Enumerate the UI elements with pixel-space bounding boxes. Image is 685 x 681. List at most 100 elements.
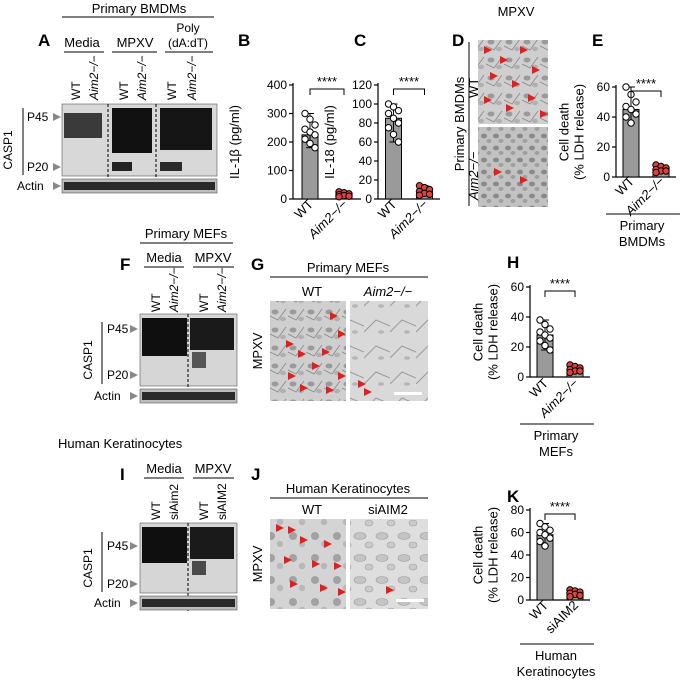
group-label-i: Human Keratinocytes [58,436,183,451]
y-tick-label: 120 [352,78,372,92]
data-point [566,368,574,377]
arrowhead-icon [130,542,138,550]
y-tick-label: 0 [517,593,524,607]
panel-d: D MPXV Primary BMDMs WT Aim2−/− [452,4,548,207]
panel-label-b: B [238,31,250,50]
data-point [546,325,554,333]
loading-label-f: Actin [94,389,121,403]
col-label-g-wt: WT [302,284,322,299]
data-point [311,121,319,129]
y-tick-label: 200 [267,135,287,149]
lane-label: siAim2 [167,484,181,520]
data-point [394,119,403,127]
y-axis-label: (% LDH release) [486,284,501,380]
data-point [536,337,544,345]
band-label-p45-i: P45 [107,539,129,553]
y-tick-label: 0 [365,192,372,206]
data-point [389,114,398,122]
y-tick-label: 40 [511,310,525,324]
col-label-j-wt: WT [302,502,322,517]
data-point [632,98,640,106]
y-axis-label: IL-18 (pg/ml) [322,105,337,179]
row-label-g: MPXV [250,332,265,369]
data-point [622,83,630,91]
panel-label-k: K [507,487,520,506]
condition-3-part1: Poly [176,21,199,35]
significance-bracket [309,88,345,95]
data-point [384,124,393,132]
y-tick-label: 20 [511,571,525,585]
actin-band [142,599,235,607]
y-axis-label: Cell death [471,303,486,362]
group-label-g: Primary MEFs [307,260,390,275]
y-tick-label: 20 [359,173,373,187]
group-label-a: Primary BMDMs [92,1,187,16]
actin-band [64,182,215,190]
arrowhead-icon [53,163,61,171]
blot-casp1-a [61,103,218,192]
panel-label-e: E [592,31,603,50]
data-point [425,190,434,198]
y-axis-label: Cell death [471,526,486,585]
panel-g: G Primary MEFs WT Aim2−/− MPXV [250,255,428,401]
data-point [335,193,343,201]
data-point [546,526,554,534]
micrograph-d-aim2 [478,127,548,207]
data-point [311,131,319,139]
data-point [536,519,544,528]
significance-label: **** [317,74,337,89]
data-point [627,105,635,114]
panel-label-f: F [120,255,130,274]
group-label-d: Primary BMDMs [452,76,467,171]
significance-label: **** [636,76,656,91]
data-point [622,113,630,121]
lane-label: Aim2−/− [87,55,101,101]
lane-labels-a: WT Aim2−/− WT Aim2−/− WT Aim2−/− [69,55,199,101]
data-point [546,534,554,542]
data-point [541,341,549,350]
y-tick-label: 80 [511,503,525,517]
lane-label: Aim2−/− [215,267,229,313]
loading-label-i: Actin [94,596,121,610]
y-tick-label: 60 [511,526,525,540]
group-label: Human [535,648,577,663]
lane-label: WT [117,81,131,100]
condition-1-a: Media [64,35,100,50]
row-label-d-wt: WT [466,78,481,98]
data-point [652,168,660,177]
y-tick-label: 100 [267,164,287,178]
condition-2-i: MPXV [195,461,232,476]
y-tick-label: 0 [280,192,287,206]
arrowhead-icon [53,113,61,121]
significance-bracket [544,513,576,520]
panel-j: J Human Keratinocytes WT siAIM2 MPXV [250,465,428,609]
data-point [541,320,549,329]
lane-label: WT [197,293,211,312]
data-point [546,334,554,342]
y-axis-label: IL-1β (pg/ml) [227,105,242,179]
group-label-f: Primary MEFs [145,226,228,241]
data-point [541,531,549,539]
micrograph-j-wt [270,519,346,609]
data-point [301,135,309,143]
significance-label: **** [550,499,570,514]
significance-bracket [630,90,662,97]
band-label-p20-i: P20 [107,577,129,591]
band-label-p20-a: P20 [27,160,49,174]
category-label: WT [526,375,551,400]
band-label-p20-f: P20 [107,368,129,382]
category-label: WT [375,196,400,221]
data-point [301,109,309,118]
row-label-j: MPXV [250,545,265,582]
significance-label: **** [550,276,570,291]
blot-casp1-f [139,313,238,404]
micrograph-title-d: MPXV [498,4,535,19]
data-point [632,110,640,118]
panel-f: F Primary MEFs Media MPXV WT Aim2−/− WT … [81,226,238,404]
scale-bar-j [396,599,424,602]
category-label: siAIM2 [542,598,581,637]
arrowhead-icon [130,325,138,333]
group-label-j: Human Keratinocytes [286,481,411,496]
y-axis-label: (% LDH release) [486,507,501,603]
